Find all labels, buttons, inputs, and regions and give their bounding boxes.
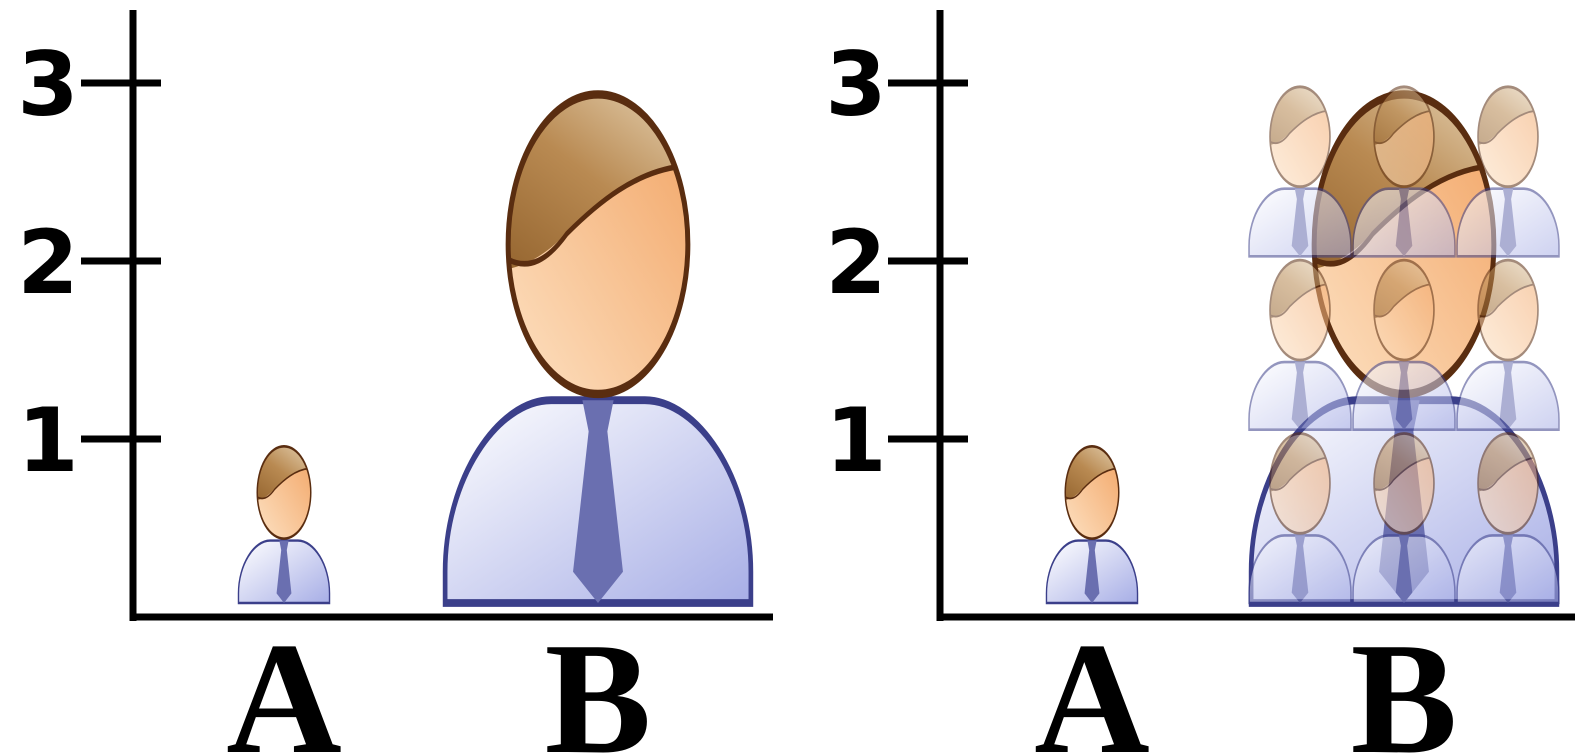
person-icon-A bbox=[238, 443, 330, 603]
y-tick-label: 3 bbox=[17, 33, 78, 136]
y-tick-label: 2 bbox=[17, 211, 78, 314]
person-icon-A bbox=[1046, 443, 1138, 603]
person-icon-B bbox=[442, 83, 751, 603]
y-tick-label: 2 bbox=[825, 211, 886, 314]
y-tick-label: 1 bbox=[825, 389, 886, 492]
category-label-A: A bbox=[226, 609, 342, 755]
chart-panel-2: 1 2 3A B bbox=[825, 10, 1575, 755]
category-label-B: B bbox=[545, 609, 652, 755]
category-label-B: B bbox=[1351, 609, 1458, 755]
y-tick-label: 1 bbox=[17, 389, 78, 492]
chart-panel-1: 1 2 3A B bbox=[17, 10, 773, 755]
category-label-A: A bbox=[1034, 609, 1150, 755]
y-tick-label: 3 bbox=[825, 33, 886, 136]
